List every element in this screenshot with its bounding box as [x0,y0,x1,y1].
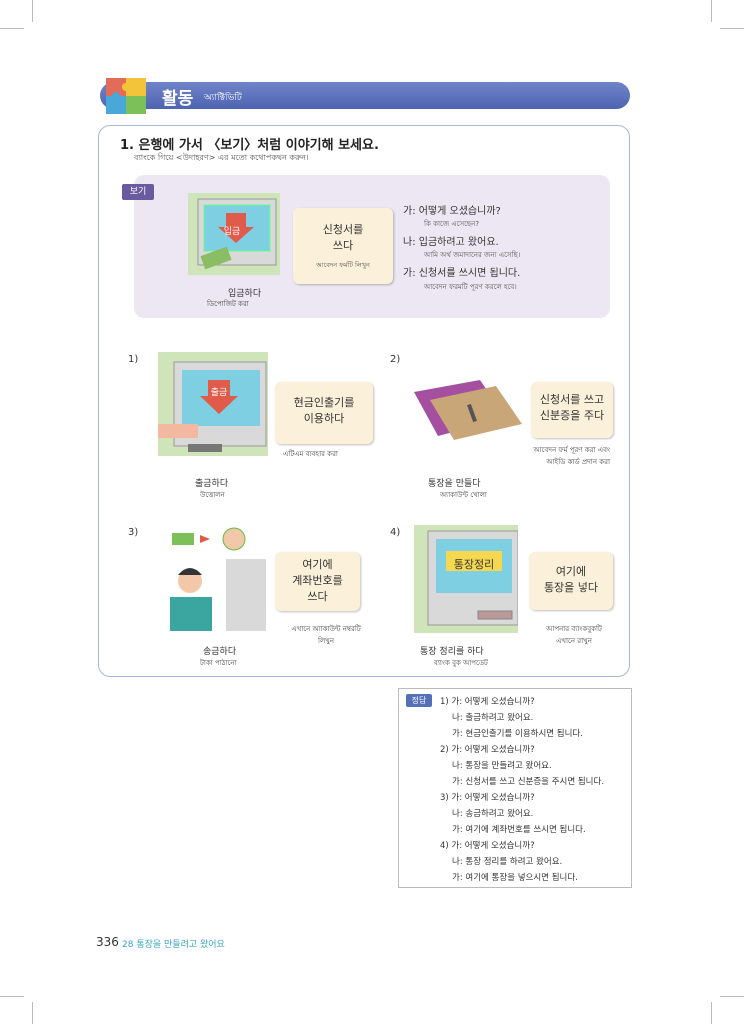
item-caption-sub: টাকা পাঠানো [200,659,237,667]
crop-mark [711,0,712,22]
card-main: 여기에 계좌번호를 쓰다 [292,558,343,603]
answer-line: 2) 가: 어떻게 오셨습니까? [440,745,535,755]
example-card: 신청서를 쓰다 আবেদন ফর্মটি লিখুন [293,208,393,284]
crop-mark [32,0,33,22]
question-title: 1. 은행에 가서 〈보기〉처럼 이야기해 보세요. [120,138,379,153]
dialog-sub: আমি অর্থ জমাদানের জন্য এসেছি। [424,251,521,259]
remittance-illustration [170,527,266,631]
screen-text: 출금 [210,388,228,398]
item-caption-sub: অ্যাকাউন্ট খোলা [440,491,487,499]
item-caption: 통장을 만들다 [428,479,481,489]
crop-mark [0,996,24,997]
card-sub: এটিএম ব্যবহার করা [283,450,338,458]
bankbook-update-atm-illustration [414,525,518,633]
card-main: 여기에 통장을 넣다 [543,565,599,594]
activity-header-bar [100,82,630,109]
item-card: 여기에 통장을 넣다 [529,552,613,610]
activity-title: 활동 [162,89,194,109]
item-card: 여기에 계좌번호를 쓰다 [275,552,360,611]
crop-mark [32,1002,33,1024]
crop-mark [0,28,24,29]
item-caption: 통장 정리를 하다 [420,647,484,657]
answer-line: 나: 송금하려고 왔어요. [452,809,534,819]
answer-tag: 정답 [406,694,432,707]
example-caption: 입금하다 [228,289,262,299]
dialog-sub: কি কাজে এসেছেন? [424,220,480,228]
activity-subtitle: অ্যাক্টিভিটি [204,93,242,103]
answer-line: 4) 가: 어떻게 오셨습니까? [440,841,535,851]
crop-mark [711,1002,712,1024]
answer-line: 가: 신청서를 쓰고 신분증을 주시면 됩니다. [452,777,605,787]
card-sub: আপনার ব্যাংকবুকটি এখানে রাখুন [546,625,602,645]
answer-box [398,688,632,888]
card-sub: আবেদন ফর্মটি লিখুন [316,261,370,269]
answer-line: 1) 가: 어떻게 오셨습니까? [440,697,535,707]
dialog-line: 가: 어떻게 오셨습니까? [403,206,501,217]
page-number: 336 [96,935,119,949]
card-main: 신청서를 쓰다 [322,223,364,252]
answer-line: 가: 여기에 통장을 넣으시면 됩니다. [452,873,578,883]
answer-line: 가: 여기에 계좌번호를 쓰시면 됩니다. [452,825,586,835]
crop-mark [720,28,744,29]
answer-line: 나: 통장 정리를 하려고 왔어요. [452,857,563,867]
item-card: 현금인출기를 이용하다 [275,382,373,444]
example-tag: 보기 [122,184,154,200]
example-caption-sub: ডিপোজিট করা [207,300,249,308]
item-number: 4) [390,527,401,538]
crop-mark [720,996,744,997]
item-caption: 출금하다 [195,479,229,489]
answer-line: 가: 현금인출기를 이용하시면 됩니다. [452,729,583,739]
atm-withdraw-illustration [158,352,268,456]
puzzle-icon [106,78,146,114]
dialog-sub: আবেদন ফরমটি পূরণ করলে হবে। [424,283,517,291]
question-subtitle: ব্যাংকে গিয়ে <উদাহরণ> এর মতো কথোপকথন কর… [134,153,309,162]
card-sub: আবেদন ফর্ম পূরণ করা এবং আইডি কার্ড প্রদা… [533,446,610,466]
answer-line: 3) 가: 어떻게 오셨습니까? [440,793,535,803]
item-card: 신청서를 쓰고 신분증을 주다 [531,382,613,438]
dialog-line: 가: 신청서를 쓰시면 됩니다. [403,268,521,279]
item-number: 3) [128,527,139,538]
answer-line: 나: 출금하려고 왔어요. [452,713,534,723]
item-number: 2) [390,354,401,365]
answer-line: 나: 통장을 만들려고 왔어요. [452,761,552,771]
dialog-line: 나: 입금하려고 왔어요. [403,237,499,248]
item-caption-sub: উত্তোলন [200,491,225,499]
item-number: 1) [128,354,139,365]
chapter-title: 28 통장을 만들려고 왔어요 [122,940,225,950]
card-main: 현금인출기를 이용하다 [293,396,355,425]
screen-text: 입금 [223,227,241,237]
item-caption-sub: ব্যাংক বুক আপডেট [434,659,488,667]
screen-text: 통장정리 [453,558,495,571]
card-main: 신청서를 쓰고 신분증을 주다 [539,393,605,422]
bankbook-illustration [414,380,522,440]
card-sub: এখানে অ্যাকাউন্ট নম্বরটি লিখুন [291,625,361,645]
item-caption: 송금하다 [203,647,237,657]
atm-deposit-illustration [188,193,280,275]
